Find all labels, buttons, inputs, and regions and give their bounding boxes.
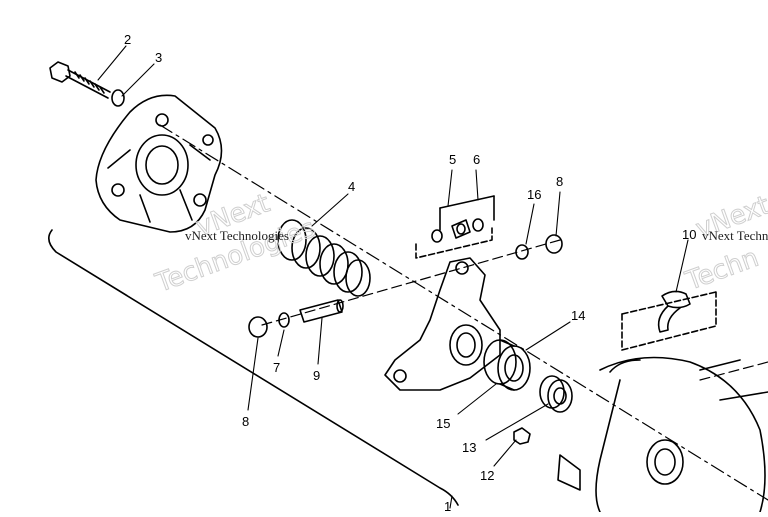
callout-2: 2 xyxy=(124,32,131,47)
callout-16: 16 xyxy=(527,187,541,202)
leader-4 xyxy=(311,193,349,227)
leader-8l xyxy=(247,337,259,411)
clip-part-16 xyxy=(515,244,529,260)
cover-plate-part xyxy=(95,94,223,233)
washer-part xyxy=(111,89,125,107)
leader-6 xyxy=(475,169,479,201)
leader-1 xyxy=(449,495,453,509)
leader-15 xyxy=(457,383,497,415)
watermark-small-2: vNext Techn xyxy=(702,228,768,243)
callout-9: 9 xyxy=(313,368,320,383)
spring-part xyxy=(277,219,371,297)
callout-13: 13 xyxy=(462,440,476,455)
bushing-part xyxy=(483,339,531,391)
leader-8r xyxy=(555,191,561,237)
leader-7 xyxy=(277,329,285,357)
callout-6: 6 xyxy=(473,152,480,167)
callout-5: 5 xyxy=(449,152,456,167)
leader-14 xyxy=(525,321,571,351)
center-axis xyxy=(159,124,768,501)
callout-14: 14 xyxy=(571,308,585,323)
leader-13 xyxy=(485,403,549,441)
leader-10 xyxy=(675,239,689,293)
leader-12 xyxy=(493,439,517,467)
callout-15: 15 xyxy=(436,416,450,431)
pin-part xyxy=(299,299,344,323)
washer-part-7 xyxy=(278,312,290,328)
leader-9 xyxy=(317,317,323,365)
bushing-part-13 xyxy=(539,375,573,413)
frame-outline xyxy=(48,229,459,506)
right-axis xyxy=(699,361,768,381)
roller-group-5-6 xyxy=(415,195,495,259)
sheave-part xyxy=(557,356,768,513)
callout-1: 1 xyxy=(444,499,451,512)
leader-3 xyxy=(121,63,155,97)
pin-axis xyxy=(261,239,561,326)
callout-8-left: 8 xyxy=(242,414,249,429)
callout-4: 4 xyxy=(348,179,355,194)
button-part-right xyxy=(545,234,563,254)
callout-8-right: 8 xyxy=(556,174,563,189)
spider-arm-part xyxy=(384,257,501,391)
leader-5 xyxy=(447,169,453,207)
callout-7: 7 xyxy=(273,360,280,375)
callout-10: 10 xyxy=(682,227,696,242)
watermark-big-4: Techn xyxy=(681,243,762,297)
button-part-left xyxy=(248,316,268,338)
callout-12: 12 xyxy=(480,468,494,483)
weight-part-10 xyxy=(621,290,717,351)
leader-2 xyxy=(97,45,127,81)
callout-3: 3 xyxy=(155,50,162,65)
bolt-part xyxy=(49,61,111,99)
watermark-small-1: vNext Technologies xyxy=(185,228,289,243)
nut-part xyxy=(513,427,531,445)
leader-16 xyxy=(525,203,535,245)
